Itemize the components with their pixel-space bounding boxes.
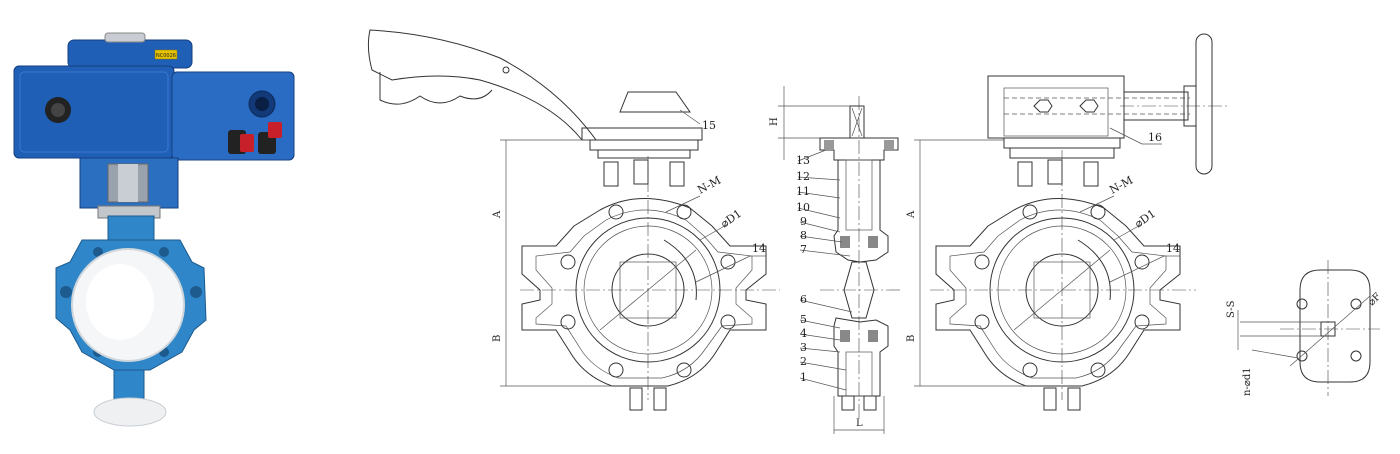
section-view: H L 13 12 11 10 9 8 7 6 5 4 <box>769 86 900 434</box>
section-callout-10: 10 <box>796 201 810 214</box>
lever-handle <box>367 29 597 141</box>
nameplate-label <box>154 49 178 60</box>
gear-dim-B: B <box>906 335 917 342</box>
front-callout-15: 15 <box>702 119 716 132</box>
gear-callout-d1: ⌀D1 <box>1132 207 1158 231</box>
flange-phiF-label: ⌀F <box>1366 291 1383 308</box>
nameplate-text: NC0026 <box>156 53 176 59</box>
flange-plate <box>1299 269 1371 383</box>
section-callout-5: 5 <box>800 313 807 326</box>
section-callout-11: 11 <box>796 185 810 198</box>
front-callout-14: 14 <box>752 242 766 255</box>
front-dim-A: A <box>492 210 503 219</box>
section-callout-8: 8 <box>800 229 807 242</box>
section-callout-7: 7 <box>800 243 807 256</box>
flange-ndl-label: n-⌀d1 <box>1242 367 1253 396</box>
front-view-gear: A B 16 N-M ⌀D1 14 <box>906 33 1230 411</box>
valve-photo: NC0026 <box>13 32 295 427</box>
section-callout-1: 1 <box>800 371 807 384</box>
actuator-housing <box>13 65 175 159</box>
section-body-outline <box>833 159 889 263</box>
flange-detail: S-S n-⌀d1 ⌀F <box>1226 260 1383 396</box>
front-dim-B: B <box>492 335 503 342</box>
front-body-outline <box>521 198 767 387</box>
handwheel <box>1195 33 1213 175</box>
front-callout-nm: N-M <box>695 174 723 197</box>
section-callout-6: 6 <box>800 293 807 306</box>
gear-dim-A: A <box>906 210 917 219</box>
section-callout-12: 12 <box>796 170 810 183</box>
section-callout-2: 2 <box>800 355 807 368</box>
bottom-shaft-cap <box>93 397 167 427</box>
gearbox <box>987 75 1125 139</box>
flange-ss-label: S-S <box>1226 300 1237 318</box>
section-callout-4: 4 <box>800 327 807 340</box>
section-callout-13: 13 <box>796 154 810 167</box>
gear-callout-14: 14 <box>1166 242 1180 255</box>
section-dim-H: H <box>769 117 780 126</box>
section-dim-L: L <box>856 418 863 429</box>
gear-body-outline <box>935 198 1181 387</box>
section-callout-9: 9 <box>800 215 807 228</box>
cable-gland-red <box>240 134 254 152</box>
front-callout-d1: ⌀D1 <box>718 207 744 231</box>
gear-callout-nm: N-M <box>1107 174 1135 197</box>
gear-callout-16: 16 <box>1148 131 1162 144</box>
section-callout-3: 3 <box>800 341 807 354</box>
front-view-lever: A B 15 N-M ⌀D1 14 <box>367 29 780 411</box>
section-callouts: 13 12 11 10 9 8 7 6 5 4 3 2 1 <box>796 149 853 391</box>
